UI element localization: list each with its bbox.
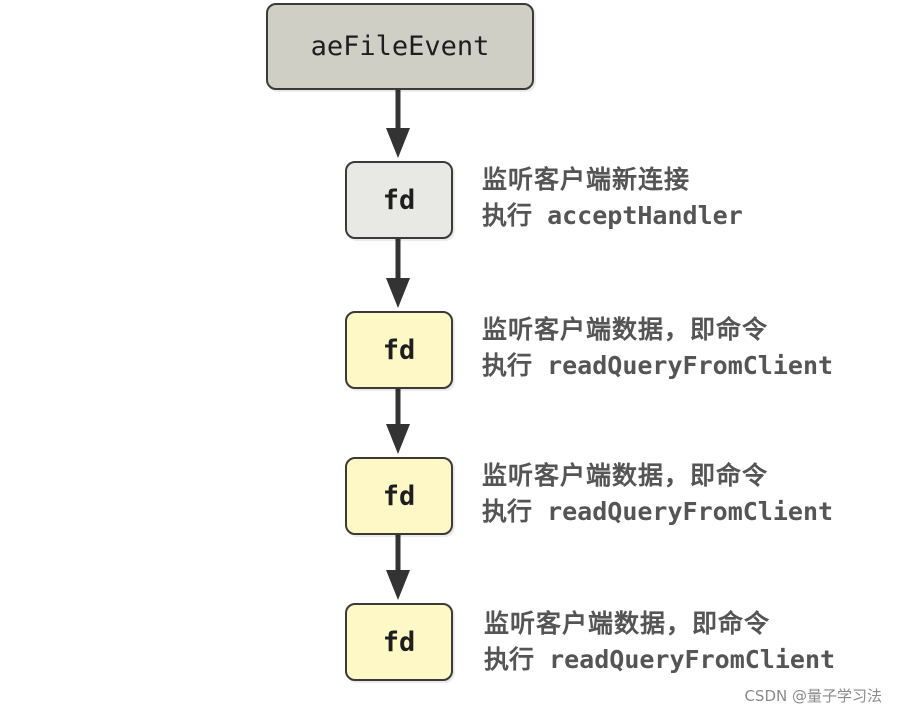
description-line-1: 监听客户端数据，即命令 [484, 609, 771, 638]
ae-file-event-box: aeFileEvent [266, 3, 534, 90]
ae-file-event-label: aeFileEvent [310, 31, 490, 62]
handler-name: readQueryFromClient [547, 497, 834, 526]
execute-prefix: 执行 [482, 497, 533, 526]
execute-prefix: 执行 [484, 645, 535, 674]
description-line-2: 执行 acceptHandler [482, 198, 743, 234]
handler-name: readQueryFromClient [549, 645, 836, 674]
handler-name: readQueryFromClient [547, 351, 834, 380]
execute-prefix: 执行 [482, 201, 533, 230]
description-line-1: 监听客户端新连接 [482, 165, 691, 194]
fd-label: fd [382, 184, 416, 216]
fd-description-3: 监听客户端数据，即命令 执行 readQueryFromClient [482, 458, 833, 530]
description-line-2: 执行 readQueryFromClient [482, 494, 833, 530]
arrow-root-to-fd-1 [386, 90, 410, 158]
fd-box-1: fd [345, 161, 453, 239]
fd-description-4: 监听客户端数据，即命令 执行 readQueryFromClient [484, 606, 835, 678]
arrow-fd-3-to-fd-4 [386, 535, 410, 600]
description-line-1: 监听客户端数据，即命令 [482, 461, 769, 490]
arrow-fd-2-to-fd-3 [386, 389, 410, 454]
fd-description-1: 监听客户端新连接 执行 acceptHandler [482, 162, 743, 234]
arrow-fd-1-to-fd-2 [386, 239, 410, 308]
handler-name: acceptHandler [547, 201, 743, 230]
watermark: CSDN @量子学习法 [744, 687, 882, 705]
fd-label: fd [382, 626, 416, 658]
fd-box-2: fd [345, 311, 453, 389]
fd-label: fd [382, 480, 416, 512]
description-line-2: 执行 readQueryFromClient [484, 642, 835, 678]
execute-prefix: 执行 [482, 351, 533, 380]
fd-box-3: fd [345, 457, 453, 535]
description-line-2: 执行 readQueryFromClient [482, 348, 833, 384]
fd-description-2: 监听客户端数据，即命令 执行 readQueryFromClient [482, 312, 833, 384]
fd-label: fd [382, 334, 416, 366]
fd-box-4: fd [345, 603, 453, 681]
description-line-1: 监听客户端数据，即命令 [482, 315, 769, 344]
